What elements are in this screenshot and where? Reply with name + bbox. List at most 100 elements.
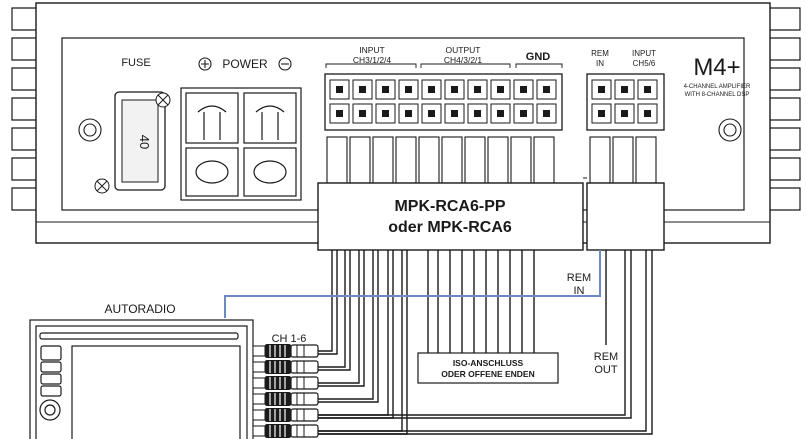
pin-contact bbox=[621, 86, 628, 93]
plus-icon bbox=[198, 57, 212, 71]
model-name: M4+ bbox=[693, 54, 740, 81]
power-label: POWER bbox=[222, 57, 268, 71]
autoradio-label: AUTORADIO bbox=[104, 302, 175, 316]
plug-housing bbox=[510, 136, 532, 184]
pin-contact bbox=[382, 86, 389, 93]
rem-in-sub: IN bbox=[596, 59, 604, 68]
pin-contact bbox=[405, 86, 412, 93]
plug-housing bbox=[418, 136, 440, 184]
signal-wire bbox=[318, 250, 379, 403]
plug-housing bbox=[326, 136, 348, 184]
pin-contact bbox=[428, 110, 435, 117]
rca-jack bbox=[252, 409, 266, 421]
rca-jack bbox=[252, 393, 266, 405]
rem-in-label-1: REM bbox=[567, 272, 591, 284]
pin-contact bbox=[474, 110, 481, 117]
pin-contact bbox=[451, 110, 458, 117]
fuse-label: FUSE bbox=[121, 57, 150, 69]
adapter-line2: oder MPK-RCA6 bbox=[388, 219, 512, 236]
iso-label-box bbox=[417, 352, 559, 384]
plug-housing bbox=[372, 136, 394, 184]
plug-housing bbox=[464, 136, 486, 184]
input-title: INPUT bbox=[359, 45, 385, 55]
pin-contact bbox=[497, 86, 504, 93]
pin-contact bbox=[644, 86, 651, 93]
adapter-aux-box bbox=[586, 182, 665, 251]
signal-wire bbox=[318, 250, 333, 352]
signal-wire bbox=[318, 250, 647, 432]
signal-wire bbox=[318, 250, 346, 368]
pin-contact bbox=[520, 110, 527, 117]
plug-housing bbox=[349, 136, 371, 184]
model-desc-1: 4-CHANNEL AMPLIFIER bbox=[684, 84, 751, 90]
plug-housing bbox=[395, 136, 417, 184]
rca-jack bbox=[252, 425, 266, 437]
pin-contact bbox=[621, 110, 628, 117]
rca-plug bbox=[265, 408, 291, 422]
signal-wire bbox=[318, 250, 632, 419]
rem-in-label-2: IN bbox=[574, 285, 585, 297]
pin-contact bbox=[474, 86, 481, 93]
rca-jack bbox=[252, 377, 266, 389]
signal-wire bbox=[318, 250, 374, 400]
rem-out-label-1: REM bbox=[594, 351, 618, 363]
pin-contact bbox=[359, 110, 366, 117]
input56-title: INPUT bbox=[632, 49, 656, 58]
signal-wire bbox=[318, 250, 360, 384]
fuse-value: 40 bbox=[137, 135, 152, 149]
signal-wire bbox=[318, 250, 351, 371]
pin-contact bbox=[336, 110, 343, 117]
rca-jack bbox=[252, 345, 266, 357]
power-terminal bbox=[180, 87, 302, 201]
signal-wire bbox=[318, 250, 626, 416]
main-pin-array bbox=[329, 79, 557, 124]
gnd-label: GND bbox=[526, 51, 551, 63]
pin-contact bbox=[497, 110, 504, 117]
mounting-screw-right bbox=[718, 118, 742, 142]
pin-contact bbox=[451, 86, 458, 93]
adapter-main-box bbox=[317, 182, 584, 251]
input-channels: CH3/1/2/4 bbox=[353, 55, 392, 65]
signal-wire bbox=[318, 250, 394, 419]
plug-housing bbox=[589, 136, 611, 184]
ch16-label: CH 1-6 bbox=[272, 333, 307, 345]
pin-contact bbox=[598, 110, 605, 117]
rca-plug bbox=[265, 392, 291, 406]
pin-contact bbox=[405, 110, 412, 117]
pin-contact bbox=[644, 110, 651, 117]
plug-housing bbox=[487, 136, 509, 184]
rca-plug bbox=[265, 424, 291, 438]
plug-housings bbox=[326, 136, 657, 184]
iso-line2: ODER OFFENE ENDEN bbox=[441, 369, 535, 379]
pin-contact bbox=[359, 86, 366, 93]
signal-wire bbox=[318, 250, 403, 432]
output-title: OUTPUT bbox=[446, 45, 481, 55]
plug-housing bbox=[635, 136, 657, 184]
model-desc-2: WITH 8-CHANNEL DSP bbox=[685, 92, 750, 98]
rem-out-label-2: OUT bbox=[594, 364, 618, 376]
fuse-holder: 40 bbox=[94, 91, 171, 194]
pin-contact bbox=[543, 86, 550, 93]
rca-plugs bbox=[252, 344, 319, 438]
rca-jack bbox=[252, 361, 266, 373]
signal-wire bbox=[318, 250, 338, 355]
rca-plug bbox=[265, 376, 291, 390]
pin-contact bbox=[428, 86, 435, 93]
pin-contact bbox=[336, 86, 343, 93]
aux-pin-array bbox=[591, 79, 658, 124]
autoradio-unit bbox=[29, 319, 254, 439]
output-channels: CH4/3/2/1 bbox=[444, 55, 483, 65]
signal-wires bbox=[318, 250, 653, 435]
signal-wire bbox=[318, 250, 653, 435]
minus-icon bbox=[278, 57, 292, 71]
plug-housing bbox=[441, 136, 463, 184]
pin-contact bbox=[543, 110, 550, 117]
pin-contact bbox=[382, 110, 389, 117]
plug-housing bbox=[533, 136, 555, 184]
rem-in-wire bbox=[224, 250, 601, 318]
plug-housing bbox=[612, 136, 634, 184]
rca-plug bbox=[265, 344, 291, 358]
iso-line1: ISO-ANSCHLUSS bbox=[453, 358, 524, 368]
signal-wire bbox=[318, 250, 365, 387]
